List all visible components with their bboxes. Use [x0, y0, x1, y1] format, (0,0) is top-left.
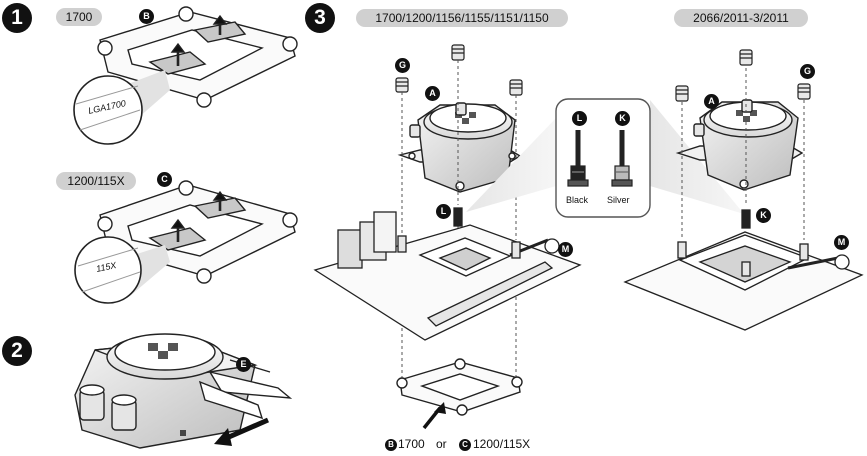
callout-c-backplate: C — [157, 172, 172, 187]
115x-closeup-circle — [74, 236, 142, 304]
callout-a-left: A — [425, 86, 440, 101]
caption-1700: 1700 — [398, 437, 425, 451]
bottom-up-arrow-head — [434, 402, 446, 414]
callout-e-bracket: E — [236, 357, 251, 372]
standoff-black — [567, 130, 589, 187]
backplate-1200-115x — [97, 180, 298, 284]
waterblock-a-left — [397, 102, 522, 193]
waterblock-step2 — [74, 333, 293, 449]
caption-callout-c: C — [459, 439, 471, 451]
socket-badge-1200-115x: 1200/115X — [56, 172, 136, 190]
motherboard-left — [313, 207, 582, 341]
step-1-number: 1 — [2, 3, 32, 33]
callout-b-backplate: B — [139, 9, 154, 24]
screw-top-center — [451, 44, 465, 61]
backplate-bottom — [396, 358, 523, 416]
standoff-inset-box — [555, 98, 651, 218]
motherboard-right — [623, 209, 864, 331]
callout-g-right: G — [800, 64, 815, 79]
screw-top-right — [509, 79, 523, 96]
socket-badge-intel-mainstream: 1700/1200/1156/1155/1151/1150 — [356, 9, 568, 27]
screw-g-left — [395, 77, 409, 93]
step-2-number: 2 — [2, 336, 32, 366]
callout-l-standoff: L — [436, 204, 451, 219]
label-silver-standoff: Silver — [607, 195, 630, 205]
screw-top-right-hedt — [739, 49, 753, 66]
standoff-silver — [611, 130, 633, 187]
screw-left-hedt — [675, 85, 689, 102]
callout-m-right: M — [834, 235, 849, 250]
screw-g-right — [797, 83, 811, 100]
waterblock-a-right — [675, 99, 804, 191]
callout-m-left: M — [558, 242, 573, 257]
callout-l-inset: L — [572, 111, 587, 126]
label-black-standoff: Black — [566, 195, 589, 205]
caption-or: or — [436, 437, 447, 451]
step-3-number: 3 — [305, 3, 335, 33]
closeup-115x-edge — [77, 247, 141, 293]
callout-k-standoff: K — [756, 208, 771, 223]
caption-callout-b: B — [385, 439, 397, 451]
dashed-guides-right — [681, 68, 805, 240]
socket-badge-hedt: 2066/2011-3/2011 — [674, 9, 808, 27]
closeup-1700-edge — [75, 85, 141, 131]
callout-g-left: G — [395, 58, 410, 73]
socket-badge-1700: 1700 — [56, 8, 102, 26]
callout-a-right: A — [704, 94, 719, 109]
callout-k-inset: K — [615, 111, 630, 126]
lga1700-closeup-circle — [73, 75, 143, 145]
inset-beam-left — [466, 118, 556, 212]
step2-push-arrow-head — [214, 428, 232, 446]
caption-1200-115x: 1200/115X — [473, 437, 531, 451]
